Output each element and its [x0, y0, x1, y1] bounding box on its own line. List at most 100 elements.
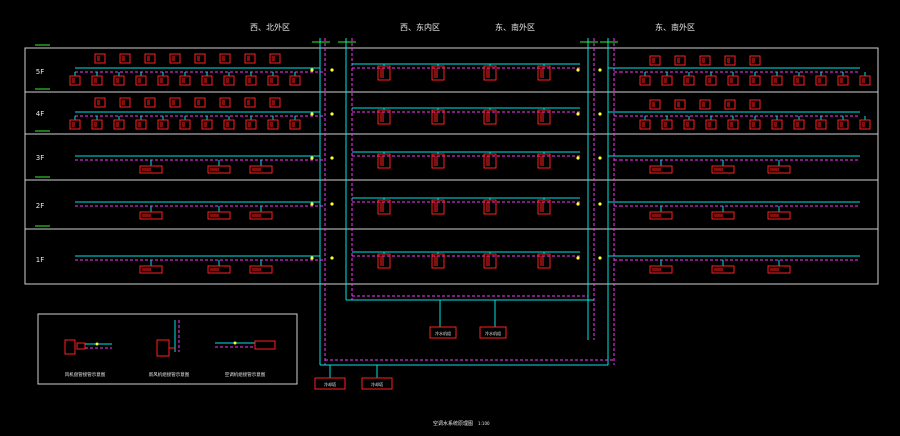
unit-detail	[770, 268, 779, 271]
unit-detail	[380, 112, 384, 122]
cooling-tower-2	[361, 377, 393, 390]
chiller-1	[429, 326, 457, 339]
unit-detail	[540, 112, 544, 122]
fan-coil-unit	[91, 75, 103, 86]
unit-detail	[160, 122, 163, 127]
unit-detail	[172, 56, 175, 61]
fan-coil-unit	[724, 55, 736, 66]
unit-detail	[664, 78, 667, 83]
fan-coil-unit	[201, 119, 213, 130]
unit-detail	[116, 78, 119, 83]
unit-detail	[252, 268, 261, 271]
air-handling-unit	[207, 211, 231, 220]
zone-title-3: 东、南外区	[495, 22, 535, 32]
unit-detail	[122, 100, 125, 105]
floor-label-1f: 1F	[36, 256, 44, 264]
chiller-1-label: 冷水机组	[435, 330, 451, 336]
air-handling-unit	[711, 211, 735, 220]
fan-coil-unit	[179, 119, 191, 130]
unit-detail	[197, 56, 200, 61]
unit-detail	[182, 78, 185, 83]
unit-detail	[380, 202, 384, 212]
unit-detail	[247, 100, 250, 105]
unit-detail	[774, 122, 777, 127]
unit-detail	[727, 58, 730, 63]
fan-coil-unit	[699, 99, 711, 110]
unit-detail	[292, 78, 295, 83]
unit-detail	[714, 168, 723, 171]
valve-marker	[598, 68, 602, 72]
unit-detail	[197, 100, 200, 105]
unit-detail	[770, 214, 779, 217]
unit-detail	[652, 58, 655, 63]
unit-detail	[708, 122, 711, 127]
fan-coil-unit	[649, 55, 661, 66]
unit-detail	[652, 214, 661, 217]
fresh-air-unit	[431, 65, 445, 81]
air-handling-unit	[207, 165, 231, 174]
fan-coil-unit	[639, 119, 651, 130]
fan-coil-unit	[674, 55, 686, 66]
fan-coil-unit	[837, 119, 849, 130]
valve-marker	[576, 68, 580, 72]
unit-detail	[434, 112, 438, 122]
unit-detail	[147, 100, 150, 105]
fresh-air-unit	[483, 253, 497, 269]
air-handling-unit	[139, 165, 163, 174]
zone-title-4: 东、南外区	[655, 22, 695, 32]
unit-detail	[72, 122, 75, 127]
fan-coil-unit	[69, 75, 81, 86]
fan-coil-unit	[749, 55, 761, 66]
fan-coil-unit	[727, 119, 739, 130]
unit-detail	[182, 122, 185, 127]
unit-detail	[252, 214, 261, 217]
unit-detail	[540, 68, 544, 78]
fan-coil-unit	[859, 119, 871, 130]
valve-marker	[576, 156, 580, 160]
valve-marker	[576, 112, 580, 116]
air-handling-unit	[139, 211, 163, 220]
fan-coil-unit	[244, 53, 256, 64]
cooling-tower-1-label: 冷却塔	[324, 381, 336, 387]
valve-marker	[310, 156, 314, 160]
fan-coil-unit	[119, 53, 131, 64]
fresh-air-unit	[537, 253, 551, 269]
unit-detail	[380, 156, 384, 166]
fresh-air-unit	[537, 199, 551, 215]
fan-coil-unit	[219, 97, 231, 108]
unit-detail	[730, 122, 733, 127]
fan-coil-unit	[749, 99, 761, 110]
unit-detail	[862, 122, 865, 127]
air-handling-unit	[711, 265, 735, 274]
fan-coil-unit	[94, 53, 106, 64]
unit-detail	[652, 168, 661, 171]
equipment-units	[69, 53, 871, 274]
fan-coil-unit	[169, 97, 181, 108]
unit-detail	[770, 168, 779, 171]
zone-title-2: 西、东内区	[400, 22, 440, 32]
unit-detail	[160, 78, 163, 83]
valve-marker	[598, 256, 602, 260]
unit-detail	[248, 122, 251, 127]
unit-detail	[380, 68, 384, 78]
fan-coil-unit	[837, 75, 849, 86]
fresh-air-unit	[483, 153, 497, 169]
fresh-air-unit	[431, 153, 445, 169]
air-handling-unit	[649, 211, 673, 220]
cooling-tower-1	[314, 377, 346, 390]
air-handling-unit	[649, 165, 673, 174]
drawing-scale: 1:100	[478, 421, 490, 426]
fan-coil-unit	[793, 75, 805, 86]
air-handling-unit	[249, 165, 273, 174]
fan-coil-unit	[179, 75, 191, 86]
fan-coil-unit	[639, 75, 651, 86]
fan-coil-unit	[724, 99, 736, 110]
unit-detail	[272, 56, 275, 61]
fresh-air-unit	[377, 199, 391, 215]
floor-label-4f: 4F	[36, 110, 44, 118]
unit-detail	[818, 78, 821, 83]
valve-marker	[576, 202, 580, 206]
unit-detail	[652, 102, 655, 107]
fresh-air-unit	[483, 109, 497, 125]
